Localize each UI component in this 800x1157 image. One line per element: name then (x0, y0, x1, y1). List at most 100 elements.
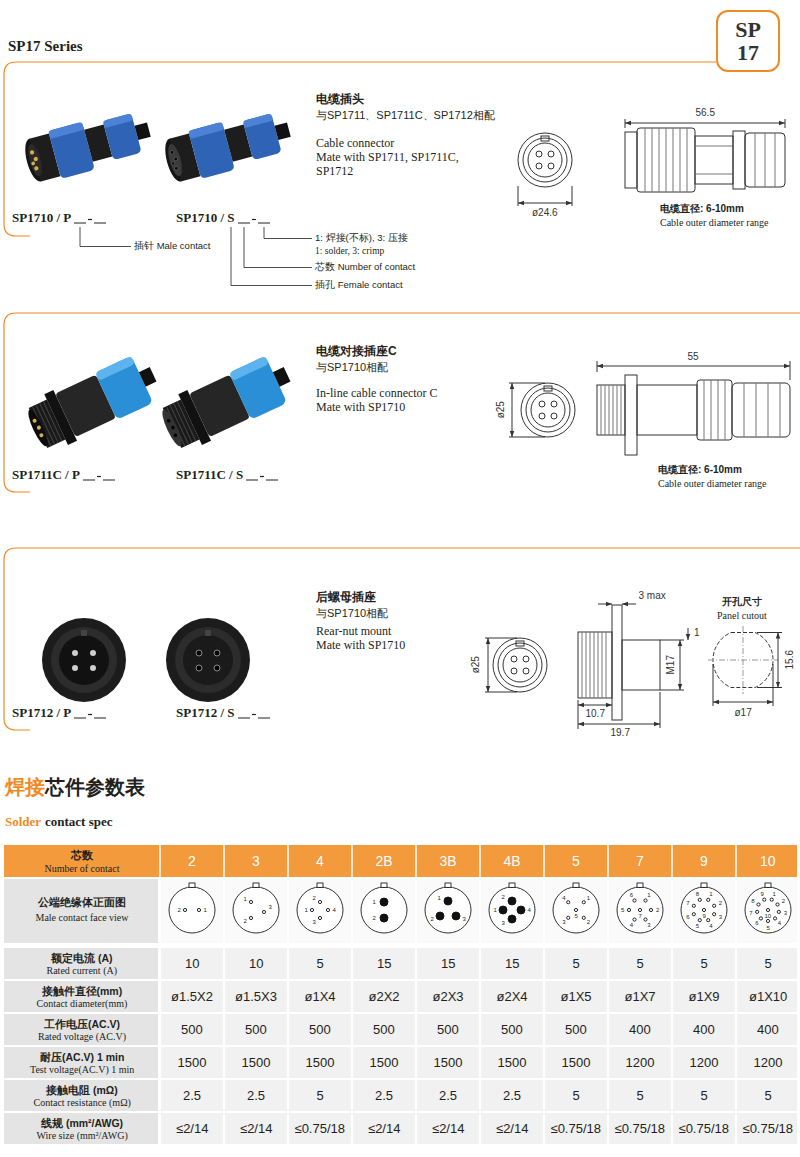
table-cell: 5 (637, 957, 644, 972)
side-view (622, 640, 660, 690)
pin-number: 3 (313, 919, 316, 925)
table-cell: 1500 (498, 1056, 527, 1071)
table-cell: 1500 (178, 1056, 207, 1071)
section-outline (4, 313, 800, 492)
face-view (644, 899, 647, 902)
spec-table (609, 1047, 671, 1078)
front-view (493, 638, 547, 692)
spec-table (671, 845, 673, 877)
part-number-blank (238, 718, 250, 719)
pin-number: 3 (562, 919, 565, 925)
face-view (763, 898, 766, 901)
spec-table (609, 981, 671, 1012)
spec-table (737, 1113, 797, 1144)
spec-table (289, 981, 351, 1012)
note: 电缆直径: 6-10mm (660, 203, 744, 215)
leader-line (80, 227, 131, 247)
spec-table (543, 845, 545, 877)
receptacle-photo (175, 627, 241, 693)
face-view (698, 898, 701, 901)
front-view (518, 203, 572, 204)
connector-photo (171, 425, 176, 430)
spec-table (225, 981, 287, 1012)
section-title: Rear-nut mount (316, 625, 391, 639)
leader-line (80, 227, 312, 286)
table-cell: ø1.5X2 (171, 990, 213, 1005)
face-view (707, 919, 710, 922)
face-view (627, 908, 630, 911)
table-title: 芯件参数表 (45, 776, 145, 799)
table-cell: 1200 (690, 1056, 719, 1071)
spec-table (481, 948, 543, 979)
receptacle-photo (166, 618, 250, 702)
spec-table (225, 1047, 287, 1078)
face-view (169, 887, 215, 933)
spec-table (545, 948, 607, 979)
receptacle-photo (214, 650, 220, 656)
part-number-blank (74, 220, 278, 719)
front-view (523, 656, 529, 662)
spec-table (4, 981, 158, 1012)
front-view (511, 656, 517, 662)
face-view (756, 910, 759, 913)
side-view (695, 146, 733, 174)
spec-table (225, 1080, 287, 1111)
part-number: SP1712 / S (176, 706, 235, 721)
dimension: ø24.6 (532, 207, 558, 219)
pin-number: 6 (630, 892, 633, 898)
dimension: 56.5 (696, 107, 715, 119)
face-view (249, 916, 252, 919)
row-label: Rated current (A) (47, 965, 118, 977)
face-view (702, 908, 705, 911)
face-view (766, 908, 769, 911)
face-view (698, 919, 701, 922)
spec-table (609, 879, 671, 943)
section-outline (4, 548, 800, 730)
pin-number: 2 (431, 916, 434, 922)
spec-table (161, 1113, 223, 1144)
front-view (539, 401, 545, 407)
table-cell: 2.5 (247, 1089, 265, 1104)
spec-table (353, 1113, 415, 1144)
table-cell: 400 (629, 1023, 651, 1038)
dimension: 3 max (639, 590, 666, 602)
row-label: 公端绝缘体正面图 (38, 896, 126, 908)
pin-number: 1 (587, 895, 590, 901)
spec-table (225, 879, 287, 943)
connector-photo (22, 349, 165, 456)
note: 开孔尺寸 (722, 596, 762, 608)
face-view (573, 883, 579, 888)
part-number: SP1710 / S (176, 211, 235, 226)
face-view (436, 912, 444, 920)
table-cell: ø2X4 (497, 990, 528, 1005)
front-view (523, 138, 567, 182)
connector-photo (170, 150, 175, 155)
front-view (518, 133, 572, 206)
panel-cutout (708, 626, 778, 694)
face-view (297, 887, 343, 933)
face-view (425, 887, 471, 933)
connector-photo (39, 433, 44, 438)
face-view (361, 887, 407, 933)
connector-photo (29, 150, 34, 155)
spec-table (417, 1080, 479, 1111)
face-view (183, 908, 186, 911)
side-view (578, 724, 660, 725)
connector-photo (32, 418, 37, 423)
face-view (757, 903, 760, 906)
spec-table (417, 948, 479, 979)
connector-photo (135, 123, 151, 141)
callout: 1: 焊接(不标), 3: 压接 (315, 233, 408, 244)
table-cell: 500 (501, 1023, 523, 1038)
spec-table (161, 948, 223, 979)
table-cell: 500 (373, 1023, 395, 1038)
face-view (445, 883, 451, 888)
pin-number: 1 (772, 891, 775, 897)
face-view (317, 883, 323, 888)
table-cell: 1200 (754, 1056, 783, 1071)
leader-line (231, 227, 312, 286)
connector-photo (33, 156, 38, 161)
table-header: 3 (252, 853, 260, 869)
series-badge: SP17 (716, 10, 780, 72)
